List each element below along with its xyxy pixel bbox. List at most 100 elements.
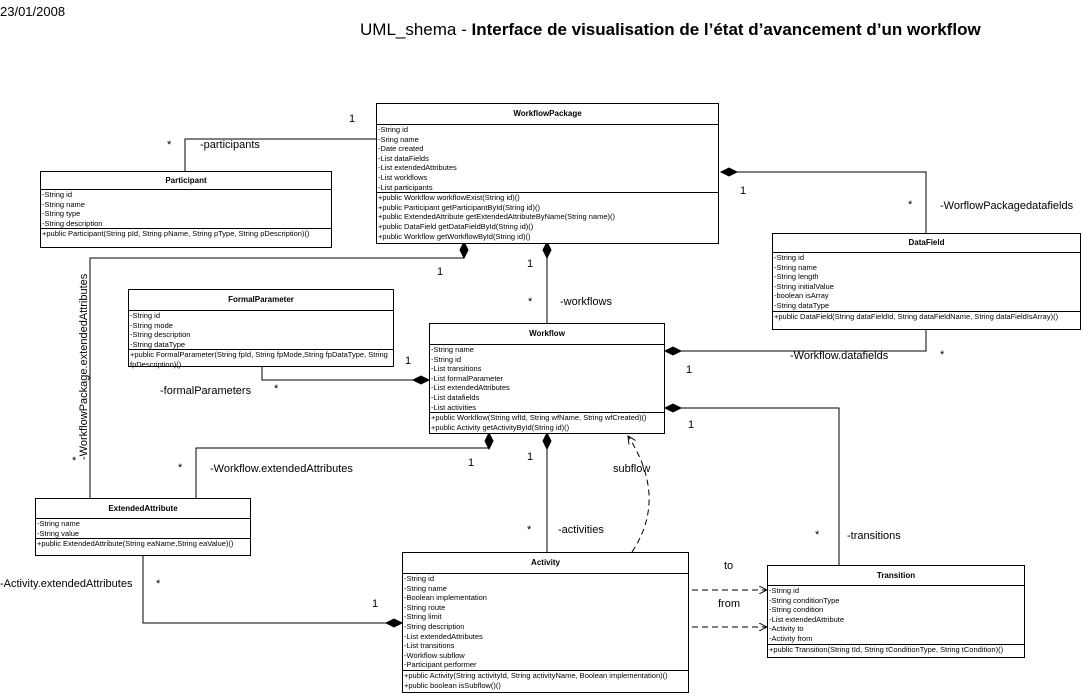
- role-label-workflows: -workflows: [560, 296, 612, 308]
- role-label-wf-extendedattributes: -Workflow.extendedAttributes: [210, 463, 353, 475]
- class-name: Activity: [403, 553, 688, 574]
- operation: +public Participant(String pId, String p…: [42, 229, 310, 239]
- attribute: -List transitions: [404, 641, 455, 651]
- attribute: -String description: [404, 621, 465, 631]
- multiplicity-label: 1: [405, 355, 412, 367]
- multiplicity-label: *: [178, 462, 183, 474]
- attribute: -String name: [431, 345, 474, 354]
- multiplicity-label: *: [274, 383, 279, 395]
- operation: +public Workflow workflowExist(String id…: [378, 193, 520, 203]
- diagram-title: UML_shema - Interface de visualisation d…: [360, 20, 981, 40]
- diagram-date: 23/01/2008: [0, 4, 66, 19]
- role-label-formal-parameters: -formalParameters: [160, 385, 252, 397]
- class-workflow[interactable]: Workflow -String name -String id -List t…: [429, 323, 665, 434]
- multiplicity-label: 1: [468, 457, 475, 469]
- attribute-list: -String id -String name -String length -…: [773, 253, 1080, 312]
- class-name: DataField: [773, 234, 1080, 253]
- multiplicity-label: 1: [527, 451, 534, 463]
- multiplicity-label: *: [815, 529, 820, 541]
- diamond-wp-datafields: [719, 167, 739, 177]
- multiplicity-label: *: [940, 349, 945, 361]
- attribute: -String id: [130, 311, 161, 320]
- attribute: -List participants: [378, 182, 433, 192]
- attribute: -String dataType: [774, 300, 830, 310]
- class-name: WorkflowPackage: [377, 104, 718, 125]
- class-name: Participant: [41, 172, 331, 190]
- operation-list: +public ExtendedAttribute(String eaName,…: [36, 539, 250, 549]
- attribute: -String value: [37, 528, 80, 538]
- multiplicity-label: 1: [372, 598, 379, 610]
- attribute-list: -String id -String name -Boolean impleme…: [403, 574, 688, 671]
- class-activity[interactable]: Activity -String id -String name -Boolea…: [402, 552, 689, 693]
- attribute: -List dataFields: [378, 153, 429, 163]
- attribute: -String name: [404, 583, 447, 593]
- role-label-to: to: [724, 560, 734, 572]
- multiplicity-label: *: [527, 524, 532, 536]
- role-label-activities: -activities: [558, 524, 604, 536]
- operation-list: +public Activity(String activityId, Stri…: [403, 671, 688, 690]
- diamond-formal-parameters: [411, 375, 431, 385]
- attribute: -List formalParameter: [431, 373, 504, 383]
- attribute: -String id: [774, 253, 805, 262]
- attribute: -String initialValue: [774, 281, 834, 291]
- class-extended-attribute[interactable]: ExtendedAttribute -String name -String v…: [35, 498, 251, 556]
- class-name: ExtendedAttribute: [36, 499, 250, 519]
- class-name: FormalParameter: [129, 290, 393, 311]
- operation: +public DataField getDataFieldById(Strin…: [378, 221, 534, 231]
- link-transitions: [665, 407, 840, 565]
- attribute: -String description: [42, 218, 103, 228]
- attribute: -Workflow subflow: [404, 650, 465, 660]
- diamond-workflows: [542, 240, 552, 260]
- class-workflow-package[interactable]: WorkflowPackage -String id -Sring name -…: [376, 103, 719, 244]
- diamond-wf-extendedattributes: [484, 431, 494, 451]
- role-label-wp-extendedattributes: -WorkflowPackage.extendedAttributes: [78, 273, 90, 460]
- attribute: -String id: [378, 125, 409, 134]
- class-data-field[interactable]: DataField -String id -String name -Strin…: [772, 233, 1081, 330]
- attribute: -Boolean implementation: [404, 593, 487, 603]
- diamond-activity-extendedattributes: [384, 618, 404, 628]
- attribute-list: -String name -String value: [36, 519, 250, 540]
- operation: +public Workflow(String wfId, String wfN…: [431, 413, 647, 423]
- attribute: -Activity to: [769, 624, 804, 634]
- operation-list: +public FormalParameter(String fpId, Str…: [129, 350, 393, 369]
- operation: +public Transition(String tId, String tC…: [769, 644, 1004, 654]
- link-activity-extendedattributes: [142, 555, 402, 624]
- attribute: -String type: [42, 209, 81, 219]
- attribute: -String name: [774, 262, 817, 272]
- attribute: -String limit: [404, 612, 442, 622]
- attribute: -Activity from: [769, 633, 813, 643]
- link-wf-datafields: [665, 330, 927, 352]
- multiplicity-label: 1: [686, 364, 693, 376]
- attribute: -String route: [404, 602, 446, 612]
- class-transition[interactable]: Transition -String id -String conditionT…: [767, 565, 1025, 658]
- class-name: Workflow: [430, 324, 664, 345]
- role-label-subflow: subflow: [613, 463, 651, 475]
- operation-list: +public Workflow(String wfId, String wfN…: [430, 413, 664, 432]
- attribute: -List extendedAttributes: [378, 163, 457, 173]
- attribute-list: -String id -Sring name -Date created -Li…: [377, 125, 718, 194]
- diamond-transitions: [663, 403, 683, 413]
- operation: +public Workflow getWorkflowById(String …: [378, 231, 531, 241]
- attribute: -boolean isArray: [774, 291, 829, 301]
- operation-list: +public DataField(String dataFieldId, St…: [773, 312, 1080, 322]
- class-name: Transition: [768, 566, 1024, 586]
- operation: +public ExtendedAttribute getExtendedAtt…: [378, 212, 616, 222]
- class-participant[interactable]: Participant -String id -String name -Str…: [40, 171, 332, 248]
- role-label-participants: -participants: [200, 139, 260, 151]
- role-label-wf-datafields: -Workflow.datafields: [790, 350, 889, 362]
- diamond-activities: [542, 431, 552, 451]
- attribute: -String id: [42, 190, 73, 199]
- attribute: -String id: [769, 586, 800, 595]
- attribute: -String name: [42, 199, 85, 209]
- multiplicity-label: 1: [349, 113, 356, 125]
- attribute: -String description: [130, 330, 191, 340]
- role-label-wp-datafields: -WorflowPackagedatafields: [940, 200, 1074, 212]
- multiplicity-label: 1: [688, 419, 695, 431]
- multiplicity-label: *: [528, 296, 533, 308]
- attribute: -List activities: [431, 402, 477, 412]
- attribute-list: -String id -String conditionType -String…: [768, 586, 1024, 645]
- class-formal-parameter[interactable]: FormalParameter -String id -String mode …: [128, 289, 394, 369]
- operation: +public FormalParameter(String fpId, Str…: [130, 350, 388, 369]
- attribute: -List extendedAttributes: [404, 631, 483, 641]
